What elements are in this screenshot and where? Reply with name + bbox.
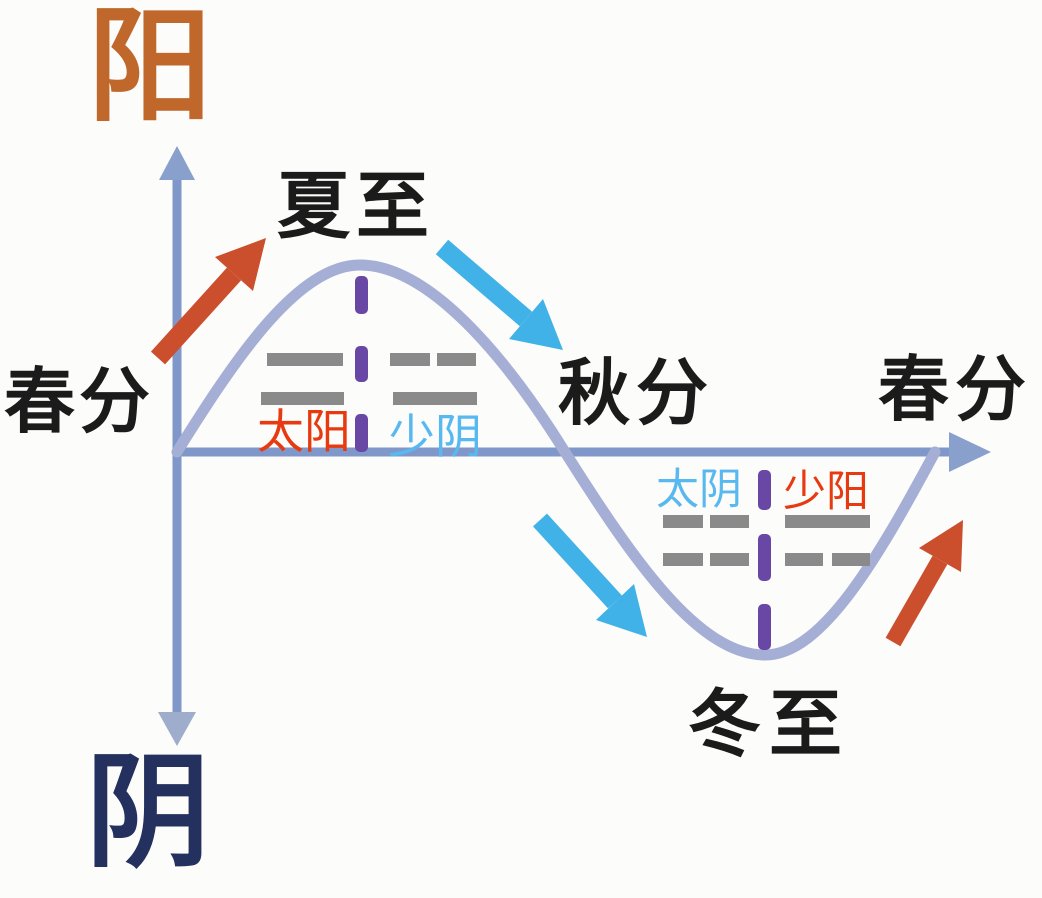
spring-equinox-left-label: 春分 [4,364,155,442]
yang-rising-arrow-icon [150,238,266,365]
shaoyin-digram-icon [390,353,477,405]
arrow-head [215,238,266,291]
arrow-shaft [150,267,242,365]
digram-bar-broken-left [663,515,703,528]
digram-bar-broken-right [710,553,749,566]
arrow-head [509,299,563,350]
digram-bar-solid [267,353,343,366]
digram-bar-broken-left [663,553,703,566]
digram-bar-broken-right [710,515,749,528]
yang-axis-label: 阳 [88,0,213,136]
digram-bar-broken-right [832,553,870,566]
arrow-shaft [435,239,533,327]
summer-solstice-dashed-line [355,276,368,452]
shaoyang-digram-icon [785,515,870,566]
digram-bar-broken-left [785,553,823,566]
yang-returning-arrow-icon [885,520,963,647]
digram-bar-solid [785,515,870,528]
digram-bar-broken-left [390,353,430,366]
taiyin-digram-icon [663,515,749,566]
winter-solstice-label: 冬至 [688,684,850,765]
digram-bar-solid [261,392,344,405]
arrow-head [919,520,963,572]
shaoyang-phase-label: 少阳 [783,468,869,516]
dash-segment [355,414,368,452]
dash-segment [758,604,771,650]
right-arrowhead-icon [949,432,991,472]
yang-declining-arrow-icon [435,239,563,350]
spring-equinox-right-label: 春分 [878,352,1033,430]
yin-deepening-arrow-icon [532,513,647,637]
dash-segment [758,470,771,510]
shaoyin-phase-label: 少阴 [388,410,482,463]
arrow-head [596,584,647,637]
taiyin-phase-label: 太阴 [656,466,742,514]
up-arrowhead-icon [159,146,195,180]
down-arrowhead-icon [158,712,196,746]
taiyang-digram-icon [261,353,344,405]
dash-segment [355,276,368,314]
autumn-equinox-label: 秋分 [558,354,715,434]
yin-yang-sine-curve [171,259,941,661]
dash-segment [758,534,771,581]
dash-segment [355,346,368,382]
digram-bar-solid [393,392,477,405]
winter-solstice-dashed-line [758,470,771,650]
taiyang-phase-label: 太阳 [257,405,351,458]
yin-axis-label: 阴 [86,745,211,882]
digram-bar-broken-right [437,353,476,366]
arrow-shaft [885,555,948,647]
arrow-shaft [532,513,623,609]
summer-solstice-label: 夏至 [277,166,435,247]
